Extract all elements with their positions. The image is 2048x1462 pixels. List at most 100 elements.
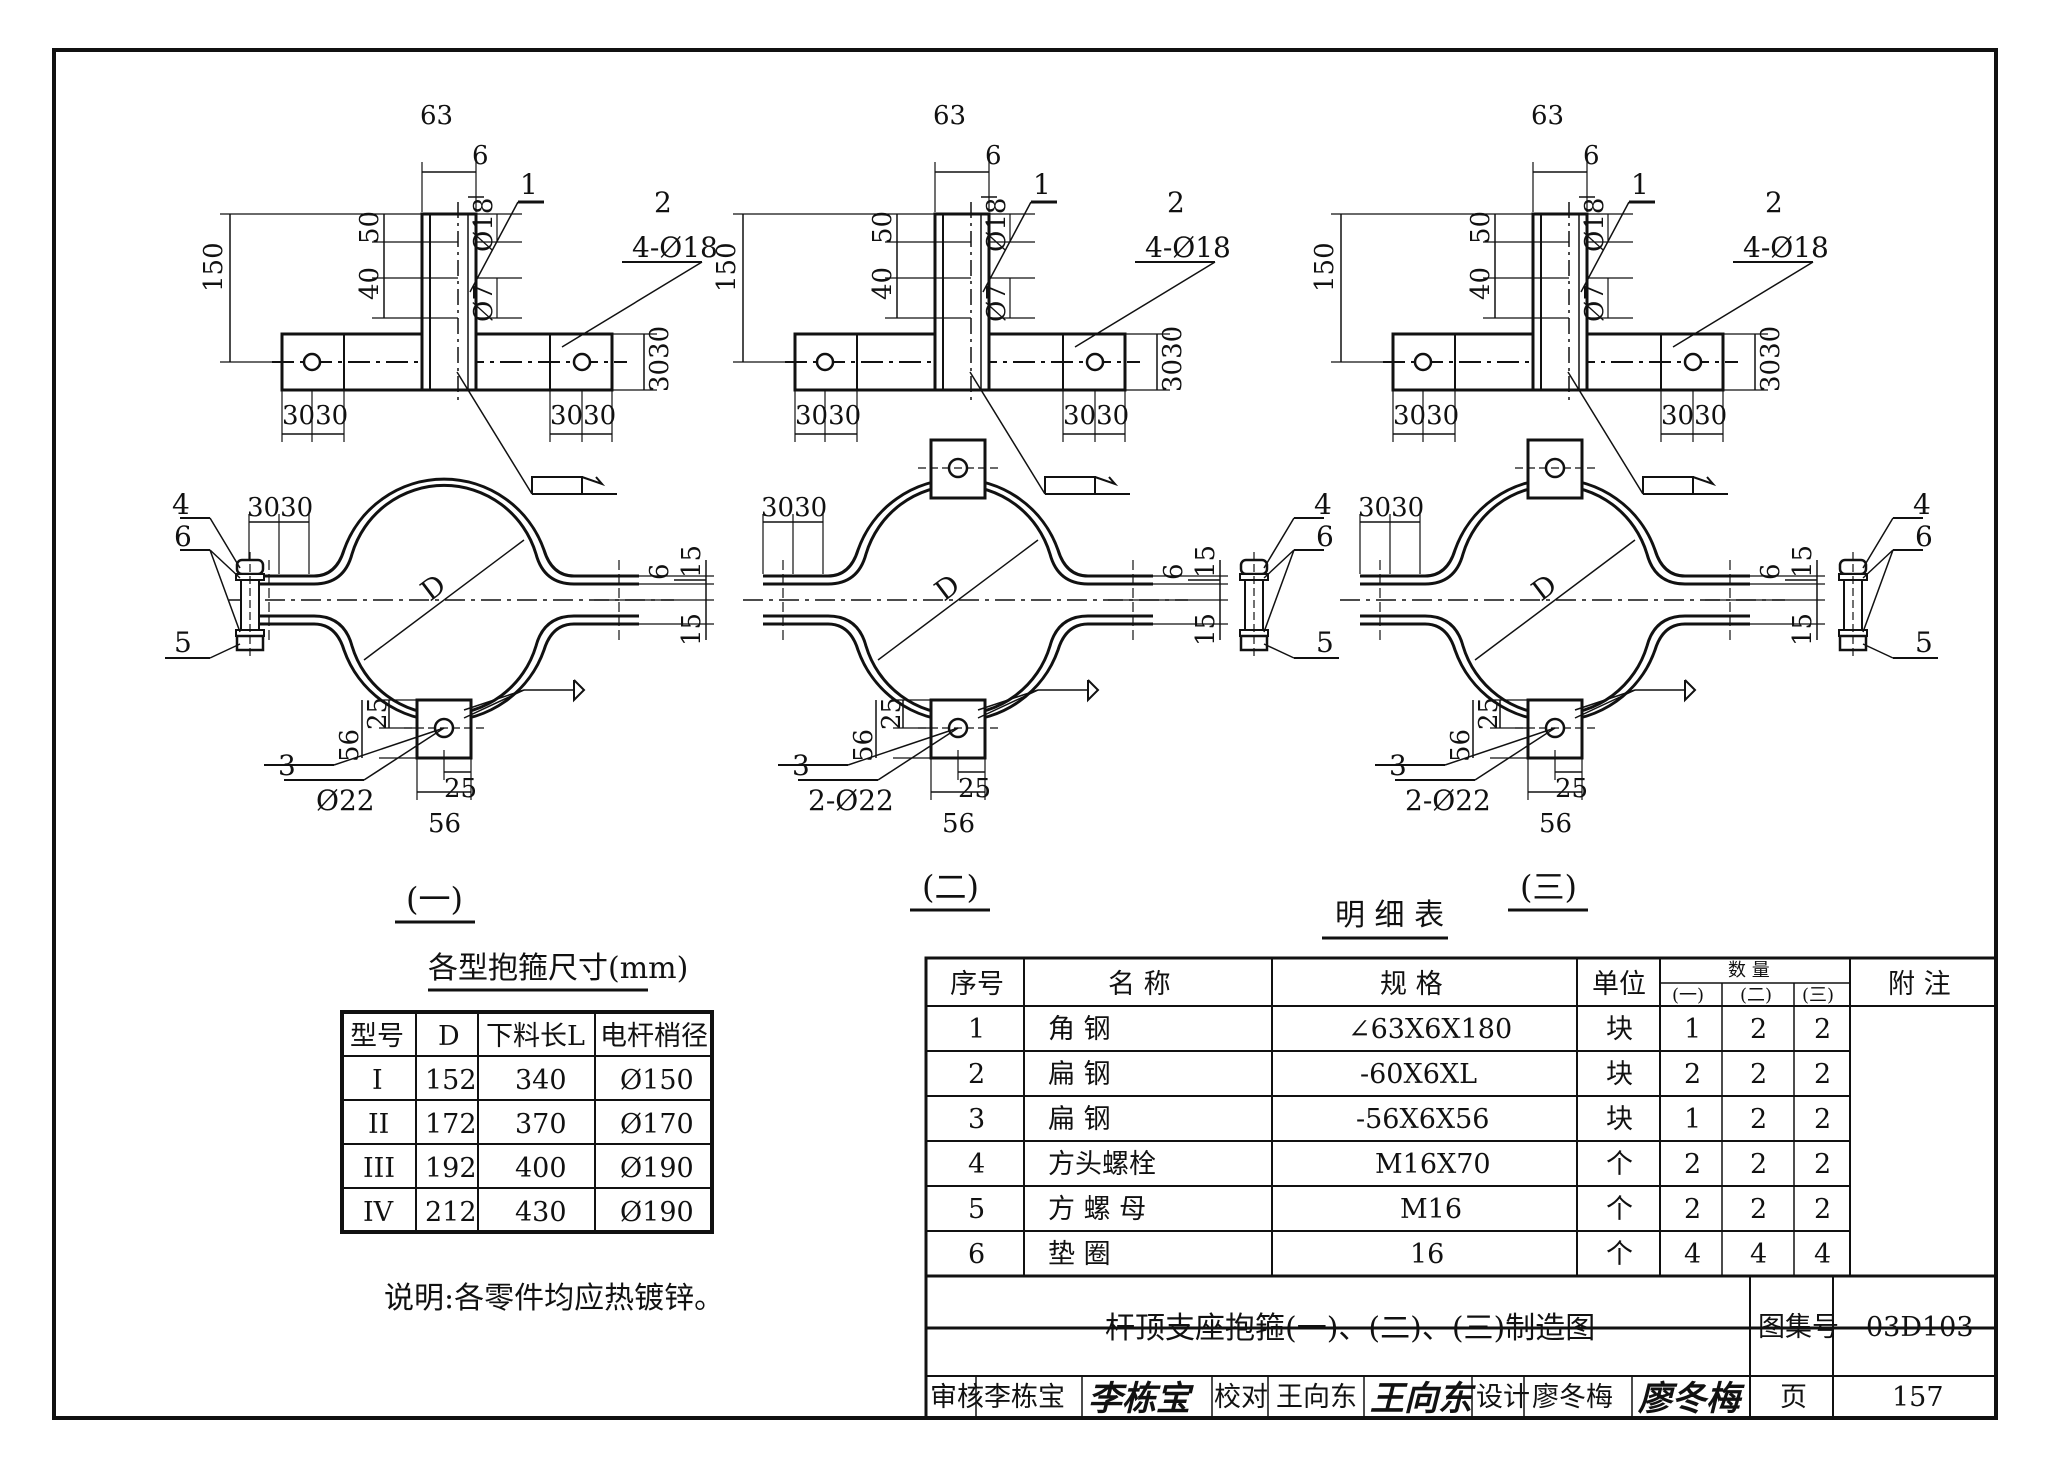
dim-56-side: 56 xyxy=(849,729,879,762)
dim-15-upper: 15 xyxy=(1191,545,1221,578)
dim-3030-right: 3030 xyxy=(1756,326,1786,392)
dim-6-hoop: 6 xyxy=(645,563,675,580)
holes-label: 4-Ø18 xyxy=(632,231,718,264)
size-cell: Ø190 xyxy=(620,1197,694,1228)
bom-cell: -56X6X56 xyxy=(1356,1104,1489,1135)
view-3: 63 6 150 50 40 Ø18 Ø7 4-Ø18 3030 3030 30… xyxy=(1310,101,1938,912)
dim-63: 63 xyxy=(420,101,453,131)
bom-row-3: 3 扁 钢 -56X6X56 块 1 2 2 xyxy=(968,1104,1831,1135)
dim-25-side: 25 xyxy=(877,697,907,730)
dim-6: 6 xyxy=(472,141,489,171)
reviewer-name: 李栋宝 xyxy=(984,1382,1065,1413)
bom-row-5: 5 方 螺 母 M16 个 2 2 2 xyxy=(968,1194,1831,1225)
dim-25-side: 25 xyxy=(363,697,393,730)
size-cell: I xyxy=(372,1065,383,1096)
bom-cell: 2 xyxy=(1814,1014,1831,1045)
size-header-type: 型号 xyxy=(350,1021,404,1052)
bom-cell: 6 xyxy=(968,1239,985,1270)
dim-3030-right: 3030 xyxy=(645,326,675,392)
part-label-2: 2 xyxy=(654,186,672,219)
dim-phi18: Ø18 xyxy=(982,198,1012,252)
size-cell: IV xyxy=(363,1197,394,1228)
check-label: 校对 xyxy=(1214,1382,1268,1413)
bom-cell: 4 xyxy=(1750,1239,1767,1270)
dim-phi7: Ø7 xyxy=(1580,284,1610,322)
dim-6-hoop: 6 xyxy=(1756,563,1786,580)
size-cell: Ø150 xyxy=(620,1065,694,1096)
part-label-3: 3 xyxy=(278,749,296,782)
size-cell: 212 xyxy=(425,1197,477,1228)
atlas-number: 03D103 xyxy=(1866,1312,1974,1343)
bom-header-name: 名 称 xyxy=(1108,969,1171,1000)
size-table-title: 各型抱箍尺寸(mm) xyxy=(428,951,688,986)
part-label-2: 2 xyxy=(1765,186,1783,219)
size-cell: 340 xyxy=(515,1065,567,1096)
bolt-hole-label: Ø22 xyxy=(316,784,375,817)
bom-cell: 角 钢 xyxy=(1048,1014,1111,1045)
size-cell: III xyxy=(363,1153,395,1184)
bolt-assembly-2: 4 6 5 xyxy=(1238,488,1339,660)
bom-cell: 方 螺 母 xyxy=(1048,1194,1146,1225)
dim-15-lower: 15 xyxy=(1788,613,1818,646)
bom-cell: 个 xyxy=(1606,1239,1633,1270)
bom-cell: 5 xyxy=(968,1194,985,1225)
top-view-2: 63 6 150 50 40 Ø18 Ø7 4-Ø18 3030 3030 30… xyxy=(712,101,1231,496)
size-cell: 430 xyxy=(515,1197,567,1228)
reviewer-signature: 李栋宝 xyxy=(1088,1379,1194,1419)
bom-row-1: 1 角 钢 ∠63X6X180 块 1 2 2 xyxy=(968,1014,1831,1045)
size-header-length: 下料长L xyxy=(486,1021,585,1052)
size-table: 各型抱箍尺寸(mm) 型号 D 下料长L 电杆梢径 I 152 340 Ø150… xyxy=(340,951,724,1316)
size-cell: 400 xyxy=(515,1153,567,1184)
page-number: 157 xyxy=(1892,1382,1944,1413)
bom-cell: 2 xyxy=(1750,1104,1767,1135)
bolt-hole-label: 2-Ø22 xyxy=(1405,784,1491,817)
bom-table: 明 细 表 序号 名 称 规 格 单位 数 量 (一) (二) (三) 附 注 … xyxy=(924,898,1998,1330)
bom-cell: 2 xyxy=(968,1059,985,1090)
dim-phi18: Ø18 xyxy=(469,198,499,252)
size-cell: Ø190 xyxy=(620,1153,694,1184)
size-cell: 370 xyxy=(515,1109,567,1140)
bom-header-qty: 数 量 xyxy=(1728,960,1770,981)
dim-3030-left: 3030 xyxy=(282,401,348,431)
bom-cell: 2 xyxy=(1750,1194,1767,1225)
bom-cell: 扁 钢 xyxy=(1048,1104,1111,1135)
hoop-view-3: 3030 6 15 15 D 56 25 25 56 2-Ø22 3 xyxy=(1338,438,1827,839)
bom-row-2: 2 扁 钢 -60X6XL 块 2 2 2 xyxy=(968,1059,1831,1090)
bom-cell: 16 xyxy=(1410,1239,1444,1270)
top-view-3: 63 6 150 50 40 Ø18 Ø7 4-Ø18 3030 3030 30… xyxy=(1310,101,1829,496)
bom-row-4: 4 方头螺栓 M16X70 个 2 2 2 xyxy=(968,1149,1831,1180)
dim-56-side: 56 xyxy=(335,729,365,762)
design-label: 设计 xyxy=(1476,1382,1530,1413)
title-block: 杆顶支座抱箍(一)、(二)、(三)制造图 图集号 03D103 页 157 审核… xyxy=(924,1274,1998,1420)
dim-25-side: 25 xyxy=(1474,697,1504,730)
bom-cell: 2 xyxy=(1814,1059,1831,1090)
bom-header-unit: 单位 xyxy=(1592,969,1646,1000)
dim-3030-hoop: 3030 xyxy=(247,493,313,523)
bom-cell: 2 xyxy=(1814,1194,1831,1225)
part-label-6: 6 xyxy=(1915,520,1933,553)
part-label-6: 6 xyxy=(1316,520,1334,553)
bom-cell: 个 xyxy=(1606,1149,1633,1180)
part-label-4: 4 xyxy=(1913,488,1931,521)
bolt-assembly-1: 4 6 5 xyxy=(165,488,266,660)
bom-cell: 2 xyxy=(1814,1149,1831,1180)
checker-signature: 王向东 xyxy=(1370,1379,1476,1419)
bom-cell: 1 xyxy=(1684,1014,1701,1045)
dim-6-hoop: 6 xyxy=(1159,563,1189,580)
size-cell: Ø170 xyxy=(620,1109,694,1140)
view-2: 63 6 150 50 40 Ø18 Ø7 4-Ø18 3030 3030 30… xyxy=(712,101,1339,912)
dim-phi18: Ø18 xyxy=(1580,198,1610,252)
bom-cell: 方头螺栓 xyxy=(1048,1149,1156,1180)
part-label-4: 4 xyxy=(172,488,190,521)
bom-cell: 2 xyxy=(1684,1194,1701,1225)
dim-56-bottom: 56 xyxy=(942,809,975,839)
dim-15-upper: 15 xyxy=(677,545,707,578)
bom-cell: 2 xyxy=(1684,1059,1701,1090)
holes-label: 4-Ø18 xyxy=(1145,231,1231,264)
note-text: 说明:各零件均应热镀锌。 xyxy=(384,1281,724,1316)
bom-cell: ∠63X6X180 xyxy=(1348,1014,1512,1045)
bom-cell: 块 xyxy=(1606,1014,1633,1045)
dim-25-bottom: 25 xyxy=(444,774,477,804)
dim-150: 150 xyxy=(712,242,742,292)
view-caption-1: (一) xyxy=(406,880,463,918)
